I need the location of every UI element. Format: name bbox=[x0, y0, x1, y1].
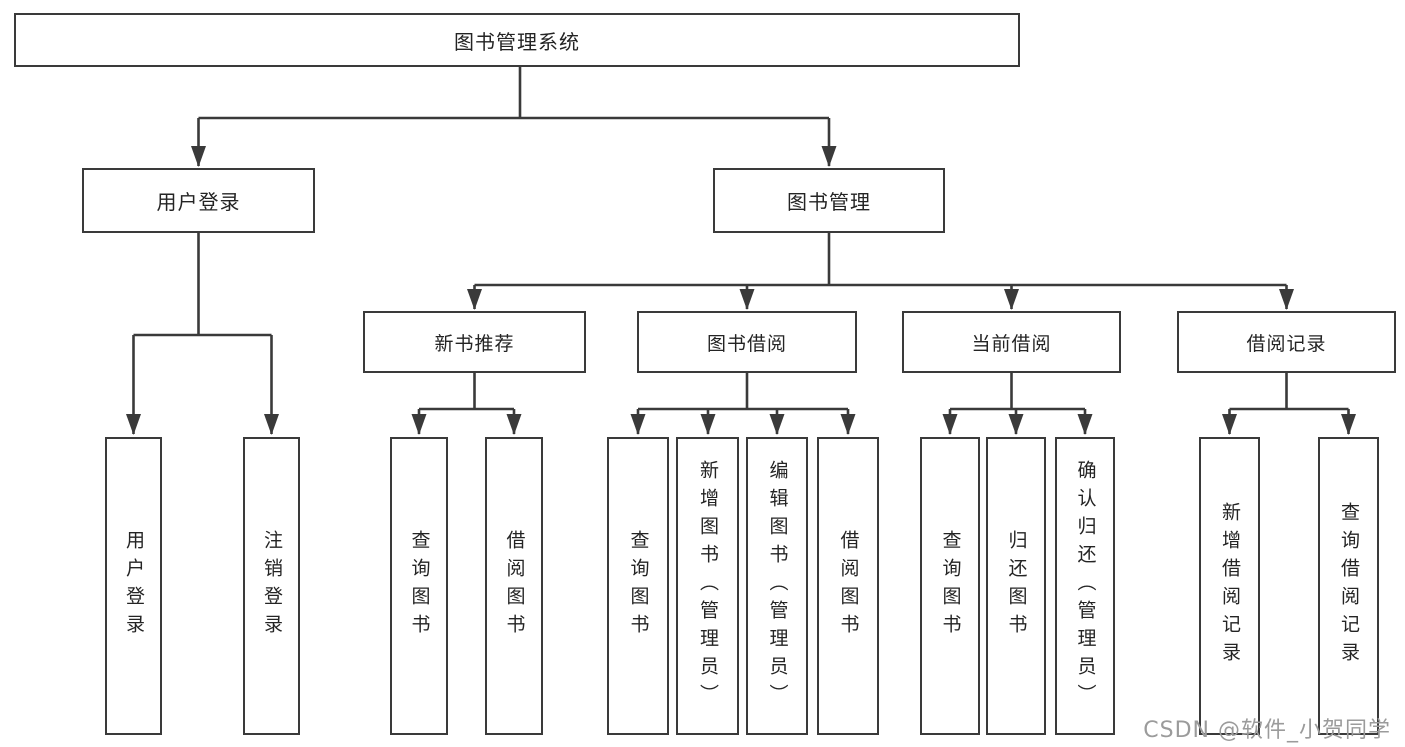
leaf-bor-edit-books: 编辑图书（管理员） bbox=[746, 437, 808, 735]
leaf-bor-edit-books-label: 编辑图书（管理员） bbox=[766, 460, 789, 712]
leaf-cur-return-books: 归还图书 bbox=[986, 437, 1046, 735]
leaf-rec-borrow-books-label: 借阅图书 bbox=[503, 530, 526, 642]
leaf-cur-confirm-return-label: 确认归还（管理员） bbox=[1074, 460, 1097, 712]
node-user-login-label: 用户登录 bbox=[156, 190, 241, 214]
node-new-book-rec: 新书推荐 bbox=[363, 311, 586, 373]
leaf-user-login: 用户登录 bbox=[105, 437, 162, 735]
node-root: 图书管理系统 bbox=[14, 13, 1020, 67]
leaf-cur-query-books-label: 查询图书 bbox=[939, 530, 962, 642]
leaf-cur-confirm-return: 确认归还（管理员） bbox=[1055, 437, 1115, 735]
leaf-logout: 注销登录 bbox=[243, 437, 300, 735]
leaf-bor-add-books: 新增图书（管理员） bbox=[676, 437, 739, 735]
node-current-borrow: 当前借阅 bbox=[902, 311, 1121, 373]
leaf-bor-add-books-label: 新增图书（管理员） bbox=[697, 460, 719, 712]
leaf-add-borrow-record-label: 新增借阅记录 bbox=[1219, 502, 1241, 670]
leaf-query-borrow-record-label: 查询借阅记录 bbox=[1338, 502, 1360, 670]
node-book-mgmt: 图书管理 bbox=[713, 168, 945, 233]
leaf-bor-borrow-books-label: 借阅图书 bbox=[837, 530, 860, 642]
leaf-user-login-label: 用户登录 bbox=[123, 530, 145, 642]
node-current-borrow-label: 当前借阅 bbox=[971, 332, 1052, 355]
node-root-label: 图书管理系统 bbox=[454, 29, 580, 54]
leaf-logout-label: 注销登录 bbox=[261, 530, 283, 642]
node-new-book-rec-label: 新书推荐 bbox=[434, 332, 515, 355]
node-borrow-records: 借阅记录 bbox=[1177, 311, 1396, 373]
leaf-bor-query-books-label: 查询图书 bbox=[627, 530, 650, 642]
node-user-login: 用户登录 bbox=[82, 168, 315, 233]
leaf-cur-query-books: 查询图书 bbox=[920, 437, 980, 735]
leaf-bor-borrow-books: 借阅图书 bbox=[817, 437, 879, 735]
leaf-query-borrow-record: 查询借阅记录 bbox=[1318, 437, 1379, 735]
node-book-borrow: 图书借阅 bbox=[637, 311, 857, 373]
leaf-rec-borrow-books: 借阅图书 bbox=[485, 437, 543, 735]
node-book-mgmt-label: 图书管理 bbox=[787, 190, 871, 214]
leaf-add-borrow-record: 新增借阅记录 bbox=[1199, 437, 1260, 735]
leaf-cur-return-books-label: 归还图书 bbox=[1005, 530, 1028, 642]
node-borrow-records-label: 借阅记录 bbox=[1246, 332, 1327, 355]
node-book-borrow-label: 图书借阅 bbox=[706, 332, 787, 355]
leaf-rec-query-books-label: 查询图书 bbox=[408, 530, 431, 642]
leaf-bor-query-books: 查询图书 bbox=[607, 437, 669, 735]
leaf-rec-query-books: 查询图书 bbox=[390, 437, 448, 735]
